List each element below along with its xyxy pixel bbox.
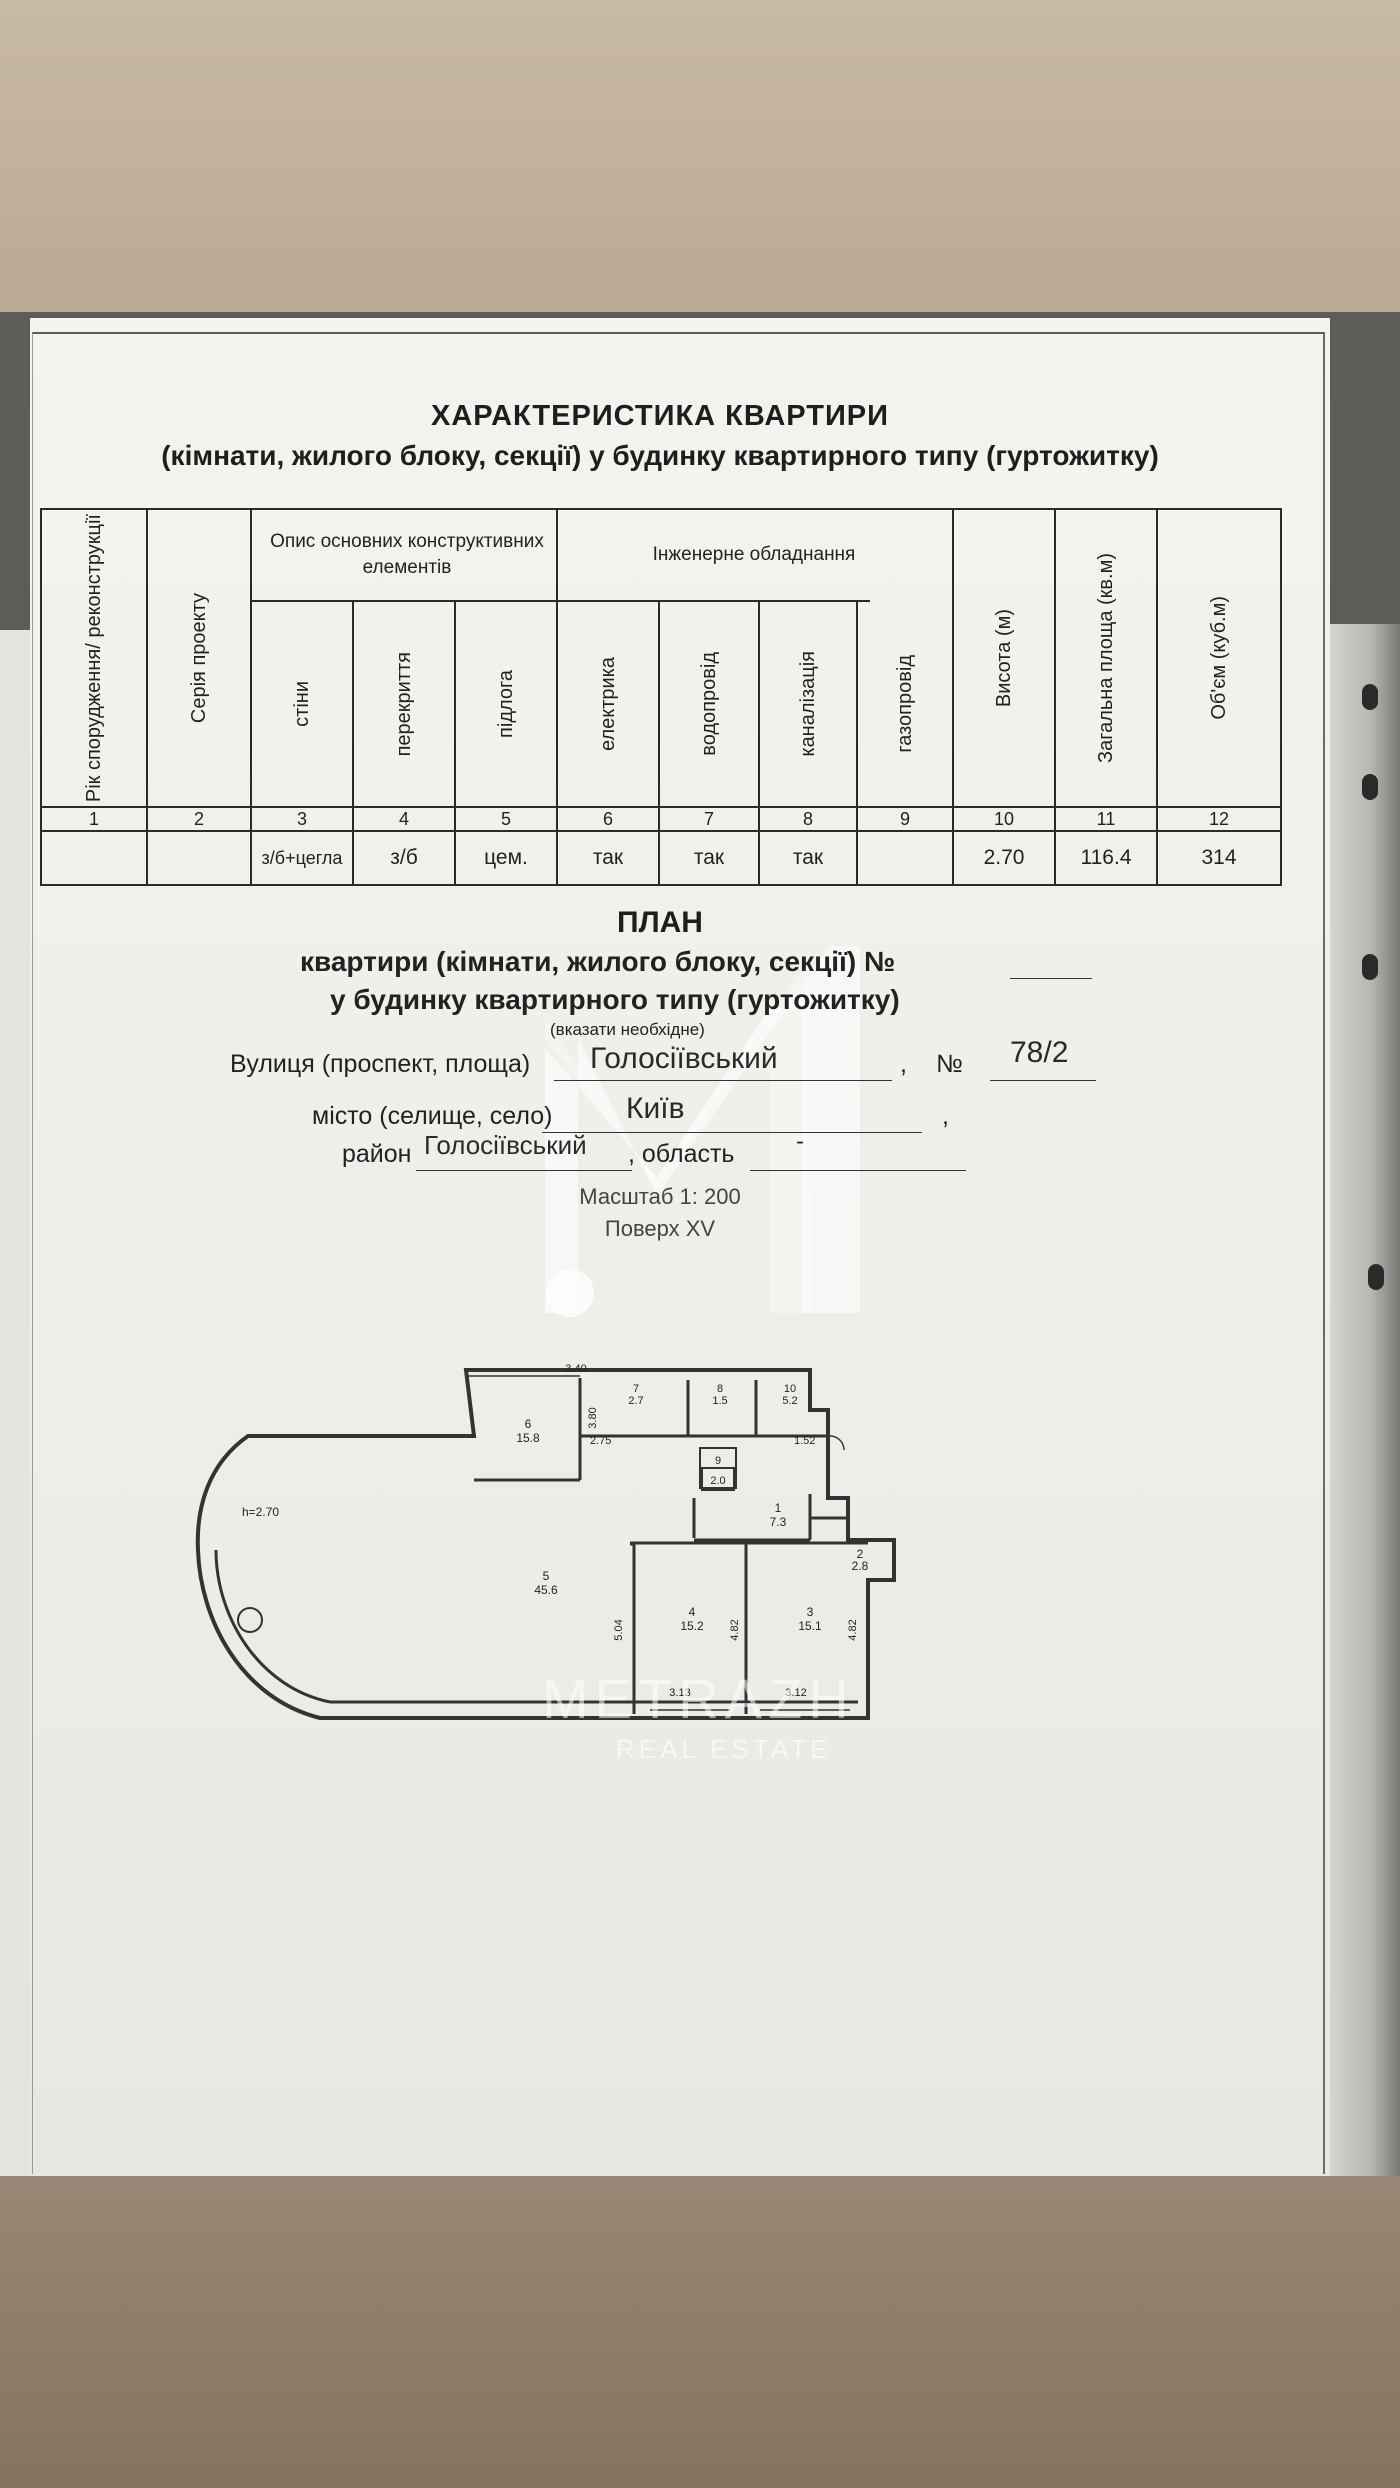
col-number: 3 <box>296 808 307 829</box>
dim-label: 3.40 <box>565 1363 586 1375</box>
region-label: , область <box>628 1140 735 1168</box>
col-number: 6 <box>602 808 613 829</box>
room-num: 7 <box>633 1383 639 1395</box>
binder-ring <box>1362 684 1378 710</box>
page-frame <box>32 332 1325 2174</box>
room-area: 45.6 <box>534 1583 558 1597</box>
dim-label: 4.82 <box>847 1619 859 1640</box>
scale-text: Масштаб 1: 200 <box>579 1184 741 1209</box>
col-number: 10 <box>993 808 1015 829</box>
floor-text: Поверх XV <box>604 1216 716 1241</box>
room-area: 2.7 <box>628 1395 643 1407</box>
col-number: 7 <box>703 808 714 829</box>
group-construct-header: Опис основних конструктивних елементів <box>270 531 544 578</box>
value-ceilings: з/б <box>390 846 418 869</box>
room-area: 15.2 <box>680 1619 704 1633</box>
room-num: 9 <box>715 1455 721 1467</box>
room-area: 2.8 <box>852 1559 869 1573</box>
room-num: 3 <box>807 1605 814 1619</box>
group-engineering-header: Інженерне обладнання <box>652 544 856 566</box>
binder-ring <box>1362 774 1378 800</box>
floor-plan: 1 7.3 2 2.8 3 15.1 4 15.2 5 45.6 6 15.8 … <box>195 1363 896 1720</box>
value-area: 116.4 <box>1080 846 1132 869</box>
document-page: ХАРАКТЕРИСТИКА КВАРТИРИ (кімнати, жилого… <box>30 318 1330 2176</box>
room-area: 5.2 <box>782 1395 797 1407</box>
room-area: 2.0 <box>710 1475 725 1487</box>
street-label: Вулиця (проспект, площа) <box>230 1050 531 1078</box>
room-num: 8 <box>717 1383 723 1395</box>
col-number: 9 <box>899 808 910 829</box>
watermark-tagline: REAL ESTATE <box>616 1734 832 1764</box>
col-number: 11 <box>1096 808 1116 829</box>
value-floor: цем. <box>484 846 528 869</box>
room-num: 5 <box>543 1569 550 1583</box>
col-number: 5 <box>500 808 511 829</box>
dim-label: 1.52 <box>794 1435 815 1447</box>
district-value: Голосіївський <box>424 1130 587 1160</box>
value-water: так <box>693 846 725 869</box>
room-area: 1.5 <box>712 1395 727 1407</box>
value-volume: 314 <box>1201 846 1237 869</box>
dim-label: 3.80 <box>587 1407 599 1428</box>
dim-label: 5.04 <box>613 1619 625 1640</box>
room-area: 7.3 <box>770 1515 787 1529</box>
value-electric: так <box>592 846 624 869</box>
district-label: район <box>342 1140 412 1168</box>
col-number: 8 <box>802 808 813 829</box>
plan-note: (вказати необхідне) <box>550 1020 705 1039</box>
city-value: Київ <box>626 1092 685 1125</box>
value-walls: з/б+цегла <box>261 847 343 868</box>
dim-label: h=2.70 <box>242 1505 279 1519</box>
characteristic-subtitle: (кімнати, жилого блоку, секції) у будинк… <box>161 440 1159 471</box>
value-height: 2.70 <box>983 846 1025 869</box>
number-value: 78/2 <box>1010 1036 1069 1069</box>
room-num: 4 <box>689 1605 696 1619</box>
col-number: 1 <box>88 808 99 829</box>
room-num: 2 <box>857 1547 864 1561</box>
room-area: 15.1 <box>798 1619 822 1633</box>
dim-label: 3.13 <box>669 1687 690 1699</box>
number-label: № <box>936 1050 963 1078</box>
plan-line2: у будинку квартирного типу (гуртожитку) <box>330 984 900 1015</box>
binder-ring <box>1362 954 1378 980</box>
dim-label: 4.82 <box>729 1619 741 1640</box>
city-label: місто (селище, село) <box>312 1102 553 1130</box>
watermark-logo <box>545 938 860 1317</box>
plan-line1: квартири (кімнати, жилого блоку, секції)… <box>300 946 896 977</box>
col-number: 4 <box>398 808 409 829</box>
region-value: - <box>796 1128 804 1155</box>
dim-label: 3.12 <box>785 1687 806 1699</box>
characteristic-title: ХАРАКТЕРИСТИКА КВАРТИРИ <box>430 400 889 432</box>
room-num: 10 <box>784 1383 796 1395</box>
binder-ring <box>1368 1264 1384 1290</box>
dim-label: 2.75 <box>590 1435 611 1447</box>
col-number: 12 <box>1208 808 1230 829</box>
room-num: 1 <box>775 1501 782 1515</box>
apartment-number-line <box>1010 978 1092 979</box>
room-num: 6 <box>525 1417 532 1431</box>
photo-background-top <box>0 0 1400 312</box>
room-area: 15.8 <box>516 1431 540 1445</box>
col-number: 2 <box>193 808 204 829</box>
plan-title: ПЛАН <box>617 906 703 939</box>
photo-background-bottom <box>0 2176 1400 2488</box>
value-sewage: так <box>792 846 824 869</box>
street-value: Голосіївський <box>590 1042 778 1075</box>
watermark-brand: METRAZH <box>542 1667 855 1730</box>
